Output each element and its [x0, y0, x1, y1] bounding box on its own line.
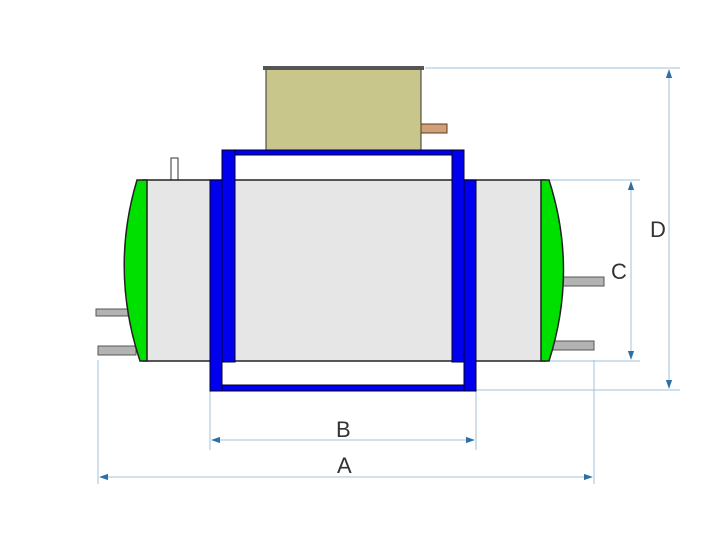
right-upper-pipe [559, 276, 605, 287]
dimension-b-label: B [336, 417, 351, 442]
dimension-a-label: A [337, 453, 352, 478]
top-box-fitting [420, 123, 448, 134]
dimension-c-label: C [611, 259, 627, 284]
dimension-d-label: D [650, 217, 666, 242]
top-box-lid [263, 66, 424, 70]
support-frame [209, 149, 477, 392]
right-lower-pipe [549, 340, 595, 351]
top-box [265, 67, 422, 154]
left-lower-pipe [97, 345, 137, 356]
left-upper-pipe [95, 308, 129, 317]
extension-lines [97, 67, 680, 484]
tank-body [142, 179, 546, 362]
right-end-cap [540, 179, 565, 362]
left-end-cap [123, 179, 148, 362]
vent-pipe [170, 157, 179, 181]
